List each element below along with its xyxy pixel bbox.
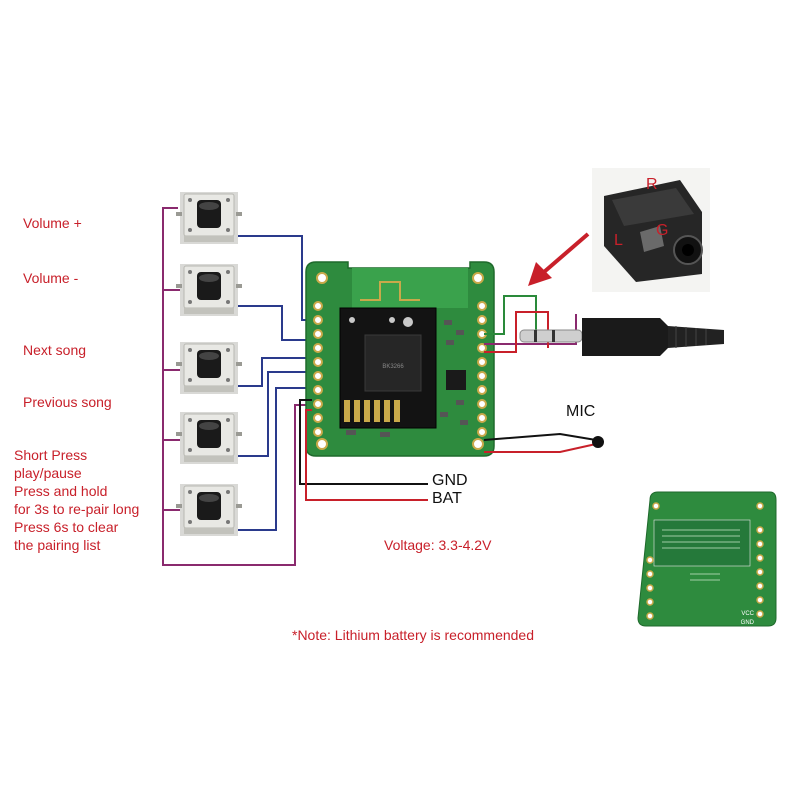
button-play-pause bbox=[175, 483, 243, 537]
play-pause-line-1: Short Press bbox=[14, 447, 88, 463]
voltage-text: Voltage: 3.3-4.2V bbox=[384, 537, 492, 553]
button-volume-minus bbox=[175, 263, 243, 317]
wire-volume-minus bbox=[238, 305, 316, 341]
play-pause-line-3: Press and hold bbox=[14, 483, 108, 499]
power-wires bbox=[299, 399, 428, 501]
audio-plug bbox=[519, 318, 724, 356]
note-text: *Note: Lithium battery is recommended bbox=[292, 627, 534, 643]
label-next-song: Next song bbox=[23, 342, 87, 358]
audio-wires bbox=[484, 295, 577, 353]
left-pin-header bbox=[313, 301, 323, 437]
wire-play-pause bbox=[238, 387, 316, 531]
button-volume-plus bbox=[175, 191, 243, 245]
mic-wires bbox=[483, 432, 597, 453]
label-bat: BAT bbox=[432, 490, 462, 507]
label-jack-g: G bbox=[656, 222, 669, 239]
label-previous-song: Previous song bbox=[23, 394, 112, 410]
svg-text:BK3266: BK3266 bbox=[382, 364, 404, 370]
board-back-pin-label-2: GND bbox=[741, 620, 755, 626]
board-back-view: VCC GND bbox=[637, 491, 777, 627]
gnd-wire bbox=[299, 399, 428, 485]
audio-jack-inset bbox=[592, 168, 710, 292]
microphone bbox=[592, 436, 604, 448]
play-pause-line-5: Press 6s to clear bbox=[14, 519, 119, 535]
main-board: BK3266 bbox=[305, 261, 495, 457]
arrow-icon bbox=[528, 232, 590, 286]
label-volume-plus: Volume + bbox=[23, 215, 82, 231]
play-pause-line-4: for 3s to re-pair long bbox=[14, 501, 140, 517]
board-back-pin-label-1: VCC bbox=[741, 611, 754, 617]
label-jack-r: R bbox=[646, 176, 658, 193]
label-gnd: GND bbox=[432, 472, 468, 489]
wire-next-song bbox=[238, 357, 316, 387]
label-mic: MIC bbox=[566, 403, 596, 420]
right-pin-header bbox=[477, 301, 487, 437]
label-volume-minus: Volume - bbox=[23, 270, 79, 286]
wire-previous-song bbox=[238, 371, 316, 457]
button-previous-song bbox=[175, 411, 243, 465]
button-wires bbox=[162, 207, 316, 566]
wire-volume-plus bbox=[238, 235, 316, 321]
play-pause-line-2: play/pause bbox=[14, 465, 82, 481]
button-next-song bbox=[175, 341, 243, 395]
play-pause-line-6: the pairing list bbox=[14, 537, 101, 553]
amplifier-ic bbox=[446, 370, 466, 390]
common-wire-purple bbox=[162, 207, 310, 566]
bat-wire bbox=[305, 409, 428, 501]
label-jack-l: L bbox=[614, 232, 623, 249]
antenna-area bbox=[352, 268, 468, 308]
